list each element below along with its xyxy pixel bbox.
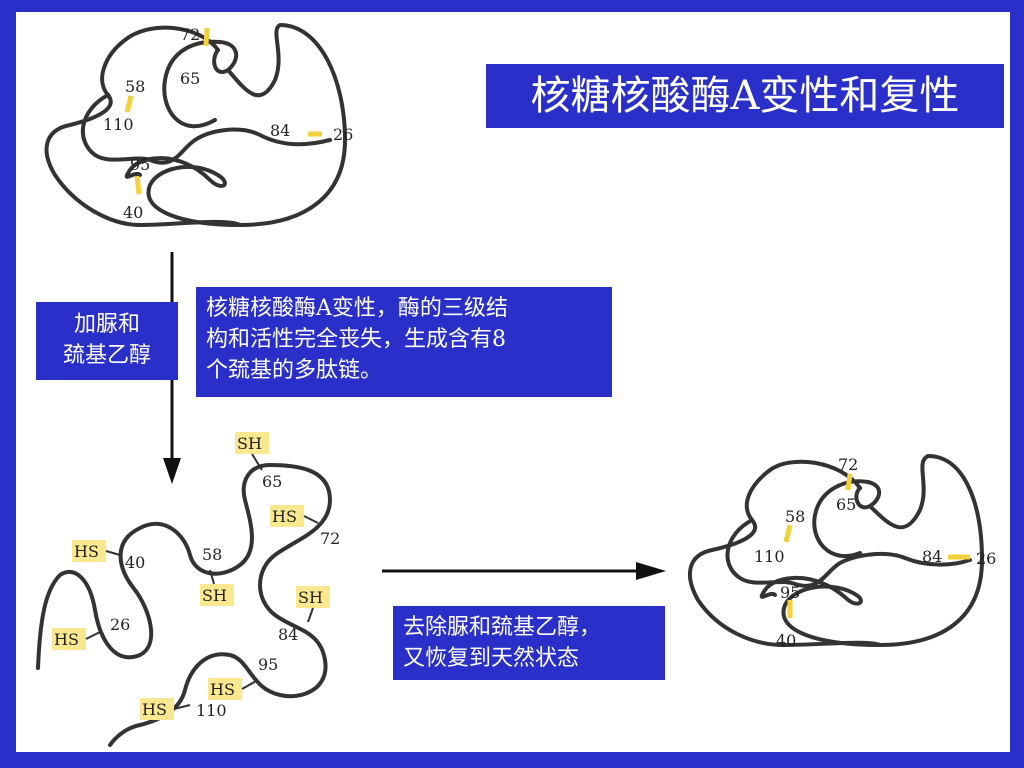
sh-group-58: SH	[202, 586, 227, 605]
renatured-bridge-58-110	[783, 524, 793, 543]
renatured-label-40: 40	[776, 631, 796, 650]
native-structure-top: 72 65 58 110 84 26 95 40	[44, 22, 353, 228]
denatured-chain: 65 72 40 58 26 84 95 110 SH HS HS SH SH …	[36, 432, 340, 747]
denature-line-2: 构和活性完全丧失，生成含有8	[206, 327, 506, 352]
reagent-line-2: 巯基乙醇	[62, 343, 151, 368]
sh-group-26: HS	[54, 630, 79, 649]
renatured-label-65: 65	[836, 495, 856, 514]
sh-group-40: HS	[74, 542, 99, 561]
renatured-label-72: 72	[838, 455, 858, 474]
denatured-label-26: 26	[110, 615, 130, 634]
renature-line-1: 去除脲和巯基乙醇，	[403, 615, 602, 640]
denatured-label-84: 84	[278, 625, 298, 644]
denature-line-3: 个巯基的多肽链。	[206, 358, 383, 383]
denature-line-1: 核糖核酸酶A变性，酶的三级结	[206, 296, 508, 321]
renatured-label-84: 84	[922, 547, 942, 566]
native-label-40: 40	[123, 203, 143, 222]
sh-group-72: HS	[272, 507, 297, 526]
native-label-95: 95	[130, 155, 150, 174]
renatured-label-110: 110	[754, 547, 785, 566]
sh-group-65: SH	[237, 434, 262, 453]
renatured-label-58: 58	[785, 507, 805, 526]
reagent-line-1: 加脲和	[73, 312, 140, 337]
page-title: 核糖核酸酶A变性和复性	[486, 64, 1004, 128]
renatured-structure: 72 65 58 110 84 26 95 40	[688, 453, 996, 650]
native-label-26: 26	[333, 125, 353, 144]
bridge-95-40	[134, 175, 142, 195]
bridge-58-110	[124, 95, 134, 113]
renatured-bridge-65-72	[845, 473, 853, 491]
denatured-label-72: 72	[320, 529, 340, 548]
native-label-110: 110	[103, 115, 134, 134]
sh-group-110: HS	[142, 700, 167, 719]
native-label-65: 65	[180, 69, 200, 88]
sh-group-95: HS	[210, 680, 235, 699]
renatured-label-95: 95	[780, 583, 800, 602]
denatured-label-95: 95	[258, 655, 278, 674]
denatured-label-58: 58	[202, 545, 222, 564]
renature-arrow	[382, 562, 666, 580]
denatured-label-65: 65	[262, 472, 282, 491]
denature-note: 核糖核酸酶A变性，酶的三级结 构和活性完全丧失，生成含有8 个巯基的多肽链。	[196, 287, 612, 397]
slide-canvas: 72 65 58 110 84 26 95 40	[16, 12, 1010, 752]
native-label-58: 58	[125, 77, 145, 96]
renature-note: 去除脲和巯基乙醇， 又恢复到天然状态	[393, 606, 665, 680]
native-chain	[124, 22, 348, 228]
diagram-svg: 72 65 58 110 84 26 95 40	[36, 22, 996, 747]
sh-group-84: SH	[298, 588, 323, 607]
bridge-65-72	[203, 27, 210, 47]
renatured-label-26: 26	[976, 549, 996, 568]
denatured-label-110: 110	[196, 701, 227, 720]
reagent-label: 加脲和 巯基乙醇	[36, 302, 178, 380]
native-label-72: 72	[180, 25, 200, 44]
renature-line-2: 又恢复到天然状态	[403, 646, 580, 671]
native-label-84: 84	[270, 121, 290, 140]
denatured-label-40: 40	[125, 553, 145, 572]
